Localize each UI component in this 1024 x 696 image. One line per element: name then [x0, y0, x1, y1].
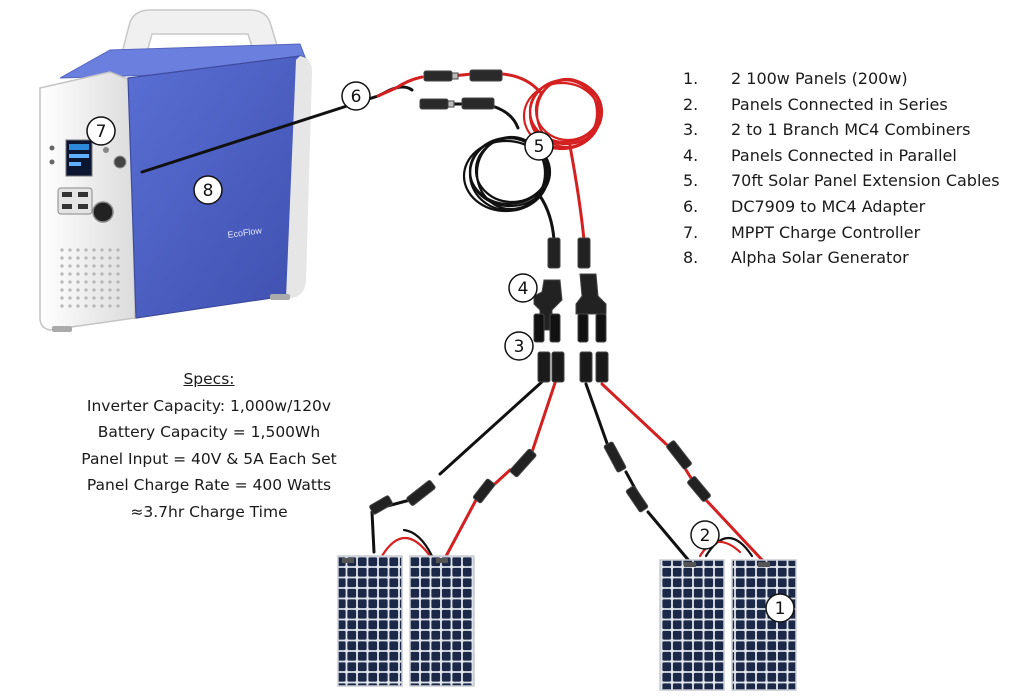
- svg-text:1: 1: [775, 599, 786, 619]
- legend-item: 2. Panels Connected in Series: [683, 92, 1018, 118]
- mc4-connector-icon: [687, 476, 711, 502]
- legend-number: 2.: [683, 94, 699, 114]
- legend-number: 7.: [683, 222, 699, 242]
- specs-block: Specs: Inverter Capacity: 1,000w/120v Ba…: [44, 366, 374, 525]
- mc4-connector-icon: [423, 69, 503, 82]
- series-jumper-left: [380, 537, 432, 558]
- series-jumper-right: [704, 537, 754, 558]
- legend-number: 5.: [683, 171, 699, 191]
- solar-panels: [337, 555, 797, 691]
- mc4-connector-icon: [419, 97, 495, 110]
- legend-item: 4. Panels Connected in Parallel: [683, 143, 1018, 169]
- callout-4: 4: [508, 273, 538, 303]
- mc4-connector-icon: [595, 351, 609, 383]
- callout-7: 7: [86, 116, 116, 146]
- branch-combiner-icon: [533, 279, 563, 343]
- svg-text:5: 5: [534, 137, 545, 157]
- legend-label: 2 100w Panels (200w): [731, 69, 908, 88]
- legend-item: 6. DC7909 to MC4 Adapter: [683, 194, 1018, 220]
- spec-panel-charge-rate: Panel Charge Rate = 400 Watts: [86, 476, 332, 494]
- mc4-connector-icon: [406, 480, 436, 506]
- wiring: [140, 72, 766, 564]
- mc4-connector-icon: [537, 351, 551, 383]
- svg-text:6: 6: [351, 87, 362, 107]
- legend-label: 70ft Solar Panel Extension Cables: [731, 171, 1000, 191]
- mc4-connector-icon: [509, 448, 537, 478]
- usb-port-panel: [57, 187, 93, 215]
- mc4-connector-icon: [579, 351, 593, 383]
- callout-2: 2: [690, 520, 720, 550]
- legend-label: Alpha Solar Generator: [731, 248, 909, 268]
- generator-brand-logo: EcoFlow: [227, 225, 263, 240]
- mc4-connector-icon: [577, 237, 591, 269]
- legend-item: 3. 2 to 1 Branch MC4 Combiners: [683, 117, 1018, 143]
- legend-item: 5. 70ft Solar Panel Extension Cables: [683, 168, 1018, 194]
- mc4-connector-icon: [369, 495, 393, 515]
- dc-input-port: [92, 201, 114, 223]
- mc4-connector-icon: [472, 478, 496, 504]
- legend-label: 2 to 1 Branch MC4 Combiners: [731, 120, 971, 140]
- solar-panel-image: [731, 559, 797, 691]
- red-extension-cable-coil: [522, 77, 604, 151]
- legend-item: 1. 2 100w Panels (200w): [683, 66, 1018, 92]
- generator-image: EcoFlow: [39, 9, 312, 332]
- component-legend: 1. 2 100w Panels (200w) 2. Panels Connecte…: [683, 66, 1018, 271]
- legend-item: 7. MPPT Charge Controller: [683, 220, 1018, 246]
- mc4-connector-icon: [625, 485, 649, 513]
- legend-number: 8.: [683, 248, 699, 268]
- svg-text:8: 8: [203, 181, 214, 201]
- svg-text:7: 7: [96, 122, 107, 142]
- legend-number: 4.: [683, 145, 699, 165]
- callout-3: 3: [504, 331, 534, 361]
- mc4-connector-icon: [547, 237, 561, 269]
- spec-battery-capacity: Battery Capacity = 1,500Wh: [97, 423, 321, 441]
- callout-5: 5: [524, 131, 554, 161]
- mc4-connectors: [369, 69, 711, 515]
- spec-inverter-capacity: Inverter Capacity: 1,000w/120v: [86, 396, 332, 415]
- legend-item: 8. Alpha Solar Generator: [683, 245, 1018, 271]
- svg-text:3: 3: [514, 337, 525, 357]
- solar-panel-image: [659, 559, 725, 691]
- svg-text:2: 2: [700, 526, 711, 546]
- callout-6: 6: [341, 81, 371, 111]
- spec-panel-input: Panel Input = 40V & 5A Each Set: [81, 449, 337, 468]
- legend-number: 6.: [683, 196, 699, 216]
- black-extension-cable-coil: [462, 135, 552, 213]
- solar-panel-image: [337, 555, 403, 687]
- legend-label: Panels Connected in Series: [731, 94, 948, 114]
- legend-label: MPPT Charge Controller: [731, 222, 921, 242]
- solar-panel-image: [409, 555, 475, 687]
- legend-label: Panels Connected in Parallel: [731, 145, 957, 165]
- legend-number: 3.: [683, 120, 699, 140]
- specs-title: Specs:: [183, 370, 235, 388]
- legend-number: 1.: [683, 69, 699, 88]
- mc4-connector-icon: [551, 351, 565, 383]
- vent-grille: [60, 248, 120, 308]
- mc4-connector-icon: [666, 440, 692, 470]
- legend-label: DC7909 to MC4 Adapter: [731, 196, 926, 216]
- callout-8: 8: [193, 175, 223, 205]
- callout-1: 1: [765, 593, 795, 623]
- branch-combiner-icon: [575, 273, 607, 343]
- spec-charge-time: ≈3.7hr Charge Time: [130, 502, 288, 521]
- mc4-connector-icon: [603, 441, 627, 473]
- svg-text:4: 4: [518, 279, 529, 299]
